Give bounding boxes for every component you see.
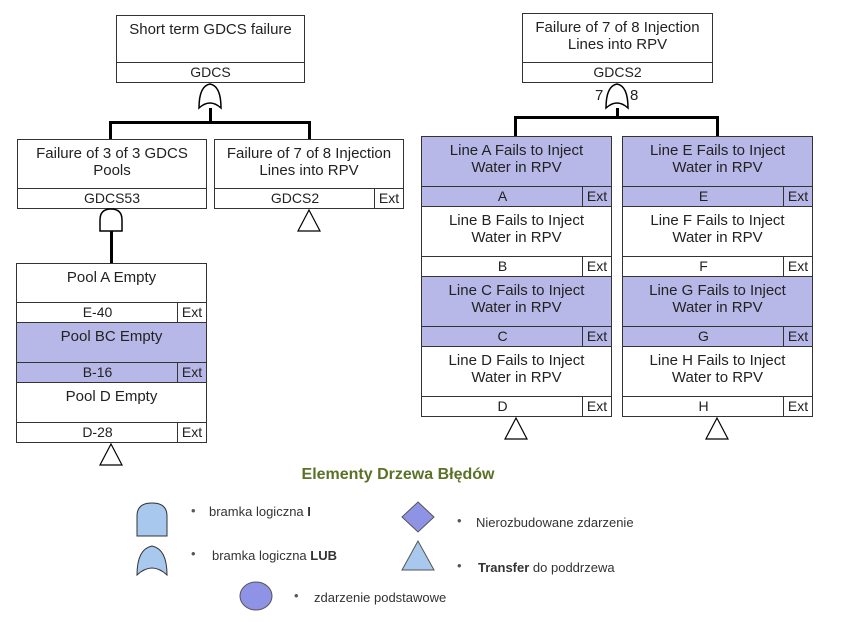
- line-d-event: Line D Fails to Inject Water in RPV D Ex…: [421, 346, 612, 417]
- event-title: Short term GDCS failure: [129, 21, 292, 38]
- event-gdcs2-transfer: Failure of 7 of 8 Injection Lines into R…: [214, 139, 404, 209]
- legend-bullet: •: [457, 513, 462, 528]
- legend-bullet: •: [191, 503, 196, 518]
- event-id: G Ext: [623, 326, 812, 346]
- event-id: E Ext: [623, 186, 812, 206]
- legend-undeveloped-label: Nierozbudowane zdarzenie: [476, 515, 634, 530]
- pool-a-event: Pool A Empty E-40 Ext: [16, 263, 207, 323]
- transfer-triangle-icon: [504, 416, 528, 440]
- legend-and-gate-icon: [136, 502, 168, 537]
- line-g-event: Line G Fails to Inject Water in RPV G Ex…: [622, 276, 813, 347]
- line-a-event: Line A Fails to Inject Water in RPV A Ex…: [421, 136, 612, 207]
- event-id: D Ext: [422, 396, 611, 416]
- ext-label: Ext: [783, 257, 812, 276]
- pool-bc-event: Pool BC Empty B-16 Ext: [16, 322, 207, 383]
- or-gate-icon: [605, 83, 629, 110]
- event-id: GDCS: [117, 62, 304, 82]
- legend-bullet: •: [294, 588, 299, 603]
- top-event-gdcs: Short term GDCS failure GDCS: [116, 15, 305, 83]
- legend-title: Elementy Drzewa Błędów: [301, 466, 495, 483]
- event-id: GDCS53: [18, 188, 206, 208]
- connector-line: [514, 116, 517, 136]
- legend-or-gate-icon: [136, 545, 168, 577]
- legend-basic-event-label: zdarzenie podstawowe: [314, 590, 447, 605]
- event-title: Failure of 7 of 8 Injection Lines into R…: [226, 145, 392, 179]
- ext-label: Ext: [177, 303, 206, 322]
- event-title: Line A Fails to Inject Water in RPV: [422, 137, 611, 187]
- event-title: Pool A Empty: [66, 269, 157, 286]
- vote-k-label: 7: [595, 87, 604, 104]
- event-title: Line H Fails to Inject Water to RPV: [649, 352, 786, 386]
- legend-bullet: •: [191, 546, 196, 561]
- event-id: C Ext: [422, 326, 611, 346]
- event-id: B-16 Ext: [17, 362, 206, 382]
- ext-label: Ext: [783, 187, 812, 206]
- event-title: Line G Fails to Inject Water in RPV: [623, 277, 812, 327]
- connector-line: [716, 116, 719, 136]
- and-gate-icon: [99, 208, 123, 232]
- event-id: H Ext: [623, 396, 812, 416]
- legend-or-gate-label: bramka logiczna LUB: [212, 548, 337, 563]
- connector-line: [616, 108, 619, 119]
- pool-d-event: Pool D Empty D-28 Ext: [16, 382, 207, 443]
- event-id: D-28 Ext: [17, 422, 206, 442]
- legend-bullet: •: [457, 558, 462, 573]
- ext-label: Ext: [582, 257, 611, 276]
- or-gate-icon: [198, 83, 222, 110]
- legend-undeveloped-event-icon: [401, 501, 435, 533]
- line-b-event: Line B Fails to Inject Water in RPV B Ex…: [421, 206, 612, 277]
- event-id: A Ext: [422, 186, 611, 206]
- ext-label: Ext: [582, 397, 611, 416]
- legend-transfer-icon: [401, 539, 435, 571]
- connector-line: [110, 230, 113, 263]
- event-title: Pool D Empty: [65, 388, 158, 405]
- top-event-gdcs2: Failure of 7 of 8 Injection Lines into R…: [522, 13, 713, 83]
- event-title: Line C Fails to Inject Water in RPV: [422, 277, 611, 327]
- legend-transfer-label: Transfer do poddrzewa: [478, 560, 615, 575]
- line-c-event: Line C Fails to Inject Water in RPV C Ex…: [421, 276, 612, 347]
- ext-label: Ext: [177, 363, 206, 382]
- event-title: Line D Fails to Inject Water in RPV: [448, 352, 585, 386]
- vote-n-label: 8: [630, 87, 639, 104]
- line-e-event: Line E Fails to Inject Water in RPV E Ex…: [622, 136, 813, 207]
- event-id: GDCS2 Ext: [215, 188, 403, 208]
- legend-and-gate-label: bramka logiczna I: [209, 504, 311, 519]
- event-title: Line F Fails to Inject Water in RPV: [650, 212, 785, 246]
- connector-line: [109, 121, 311, 124]
- event-title: Failure of 7 of 8 Injection Lines into R…: [535, 19, 700, 53]
- ext-label: Ext: [374, 189, 403, 208]
- ext-label: Ext: [783, 327, 812, 346]
- event-id: E-40 Ext: [17, 302, 206, 322]
- connector-line: [308, 121, 311, 139]
- event-title: Pool BC Empty: [17, 323, 206, 363]
- line-f-event: Line F Fails to Inject Water in RPV F Ex…: [622, 206, 813, 277]
- connector-line: [109, 121, 112, 139]
- event-gdcs53: Failure of 3 of 3 GDCS Pools GDCS53: [17, 139, 207, 209]
- connector-line: [514, 116, 719, 119]
- transfer-triangle-icon: [297, 208, 321, 232]
- transfer-triangle-icon: [99, 442, 123, 466]
- ext-label: Ext: [582, 327, 611, 346]
- line-h-event: Line H Fails to Inject Water to RPV H Ex…: [622, 346, 813, 417]
- ext-label: Ext: [582, 187, 611, 206]
- connector-line: [209, 108, 212, 123]
- event-id: B Ext: [422, 256, 611, 276]
- ext-label: Ext: [177, 423, 206, 442]
- legend-basic-event-icon: [239, 581, 273, 611]
- event-title: Failure of 3 of 3 GDCS Pools: [36, 145, 188, 179]
- transfer-triangle-icon: [705, 416, 729, 440]
- event-title: Line B Fails to Inject Water in RPV: [448, 212, 585, 246]
- ext-label: Ext: [783, 397, 812, 416]
- event-title: Line E Fails to Inject Water in RPV: [623, 137, 812, 187]
- event-id: GDCS2: [523, 62, 712, 82]
- event-id: F Ext: [623, 256, 812, 276]
